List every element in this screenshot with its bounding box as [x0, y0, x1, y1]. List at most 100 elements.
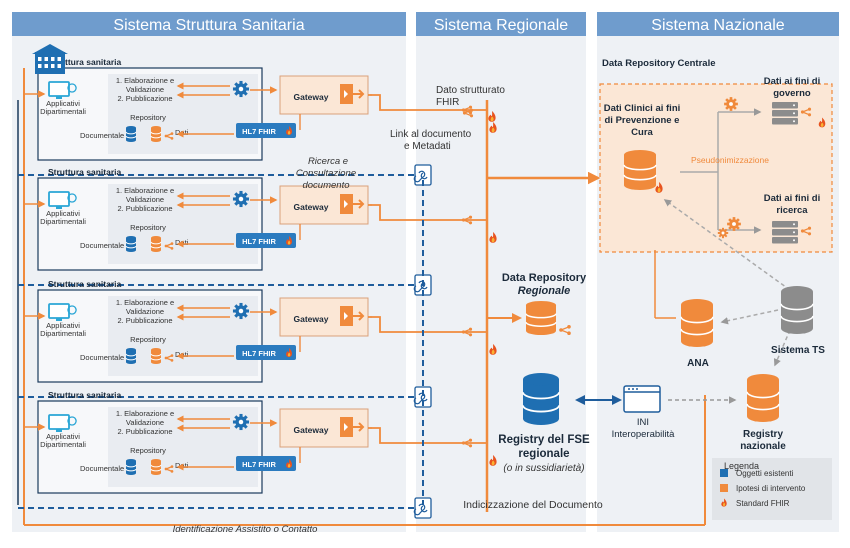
gateway-label: Gateway	[294, 92, 329, 102]
struttura-title: Struttura sanitaria	[48, 279, 121, 289]
ini-label-2: Interoperabilità	[612, 429, 676, 440]
elaborazione-label: 1. Elaborazione e	[116, 186, 174, 195]
hl7-label: HL7 FHIR	[242, 349, 276, 358]
database-icon	[125, 236, 137, 252]
hl7-fhir-badge	[236, 123, 296, 138]
ts-to-registry-arrow	[773, 329, 791, 367]
ricerca-label-2: Consultazione	[296, 168, 356, 179]
sistema-ts-label: Sistema TS	[771, 345, 825, 356]
header-struttura	[12, 12, 406, 36]
hl7-fhir-badge	[236, 456, 296, 471]
database-icon	[150, 459, 162, 475]
struttura-block: Struttura sanitariaApplicativiDipartimen…	[18, 167, 497, 296]
legend-title: Legenda	[724, 461, 759, 471]
fhir-flame-icon	[489, 232, 497, 243]
gateway-label: Gateway	[294, 314, 329, 324]
legend-box	[712, 458, 832, 520]
hospital-icon	[32, 44, 68, 74]
database-icon	[125, 348, 137, 364]
registry-naz-label: Registry	[743, 429, 783, 440]
documentale-label: Documentale	[80, 241, 124, 250]
legend-label: Oggetti esistenti	[736, 469, 794, 478]
applicativi-label-2: Dipartimentali	[40, 107, 86, 116]
gateway-box	[279, 185, 369, 225]
hl7-fhir-badge	[236, 345, 296, 360]
ana-label: ANA	[687, 358, 709, 369]
repository-label: Repository	[130, 335, 166, 344]
registry-fse-database-icon	[522, 373, 560, 426]
documentale-label: Documentale	[80, 464, 124, 473]
drr-title: Data Repository	[502, 272, 587, 284]
documentale-label: Documentale	[80, 353, 124, 362]
gear-icon	[232, 190, 250, 208]
ricerca-naz-label-2: ricerca	[776, 205, 808, 216]
hl7-label: HL7 FHIR	[242, 237, 276, 246]
gear-icon	[232, 302, 250, 320]
indicizzazione-label: Indicizzazione del Documento	[463, 499, 603, 511]
share-icon	[164, 242, 174, 250]
applicativi-label: Applicativi	[46, 99, 80, 108]
applicativi-label: Applicativi	[46, 432, 80, 441]
fhir-flame-icon	[818, 117, 826, 128]
repository-label: Repository	[130, 223, 166, 232]
struttura-title: Struttura sanitaria	[48, 167, 121, 177]
struttura-block: Struttura sanitariaApplicativiDipartimen…	[18, 279, 497, 408]
share-icon	[800, 107, 812, 117]
header-nazionale	[597, 12, 839, 36]
gear-icon	[724, 97, 738, 111]
fhir-flame-icon	[286, 348, 293, 357]
governo-server-icon	[772, 102, 798, 125]
database-icon	[150, 236, 162, 252]
header-regionale	[416, 12, 586, 36]
ricerca-label: Ricerca e	[308, 156, 348, 167]
governo-label: Dati ai fini di	[764, 76, 820, 87]
ricerca-label-3: documento	[302, 180, 349, 191]
pubblicazione-label: 2. Pubblicazione	[117, 316, 172, 325]
gateway-icon	[340, 306, 365, 326]
document-link-icon	[413, 497, 432, 519]
section-bg-regionale	[416, 12, 586, 532]
gateway-label: Gateway	[294, 202, 329, 212]
database-icon	[150, 348, 162, 364]
applicativi-label: Applicativi	[46, 209, 80, 218]
share-icon	[559, 325, 571, 336]
share-icon	[462, 108, 474, 118]
dati-label: Dati	[175, 461, 189, 470]
gateway-bus-line	[368, 427, 487, 444]
elaborazione-label: 1. Elaborazione e	[116, 298, 174, 307]
ini-label: INI	[637, 417, 649, 428]
dati-clinici-label: Dati Clinici ai fini	[604, 103, 681, 114]
hl7-fhir-badge	[236, 233, 296, 248]
fhir-flame-icon	[655, 182, 663, 193]
gear-icon	[232, 413, 250, 431]
registry-naz-label-2: nazionale	[740, 441, 786, 452]
gateway-icon	[340, 84, 365, 104]
drc-title: Data Repository Centrale	[602, 58, 716, 69]
ts-to-ana-arrow	[720, 309, 779, 325]
registry-fse-title: Registry del FSE	[498, 434, 590, 446]
ricerca-server-icon	[772, 221, 798, 244]
pubblicazione-label: 2. Pubblicazione	[117, 427, 172, 436]
fhir-flame-icon	[488, 111, 496, 122]
central-clinical-database-icon	[623, 150, 657, 190]
header-struttura-title: Sistema Struttura Sanitaria	[113, 17, 304, 34]
fhir-flame-icon	[489, 344, 497, 355]
hl7-label: HL7 FHIR	[242, 127, 276, 136]
applicativi-label-2: Dipartimentali	[40, 217, 86, 226]
repository-label: Repository	[130, 113, 166, 122]
registry-nazionale-database-icon	[746, 374, 780, 422]
dati-clinici-label-3: Cura	[631, 127, 653, 138]
database-icon	[125, 459, 137, 475]
gateway-bus-line	[368, 316, 487, 333]
elaborazione-label: 1. Elaborazione e	[116, 76, 174, 85]
legend-swatch	[720, 484, 728, 492]
legend-label: Standard FHIR	[736, 499, 790, 508]
fhir-flame-icon	[286, 236, 293, 245]
gateway-icon	[340, 194, 365, 214]
ini-window-icon	[623, 385, 661, 413]
database-icon	[150, 126, 162, 142]
hl7-label: HL7 FHIR	[242, 460, 276, 469]
drr-title-2: Regionale	[518, 285, 571, 297]
struttura-block: Struttura sanitaria ApplicativiDipartimen…	[18, 57, 497, 186]
applicativi-label-2: Dipartimentali	[40, 440, 86, 449]
